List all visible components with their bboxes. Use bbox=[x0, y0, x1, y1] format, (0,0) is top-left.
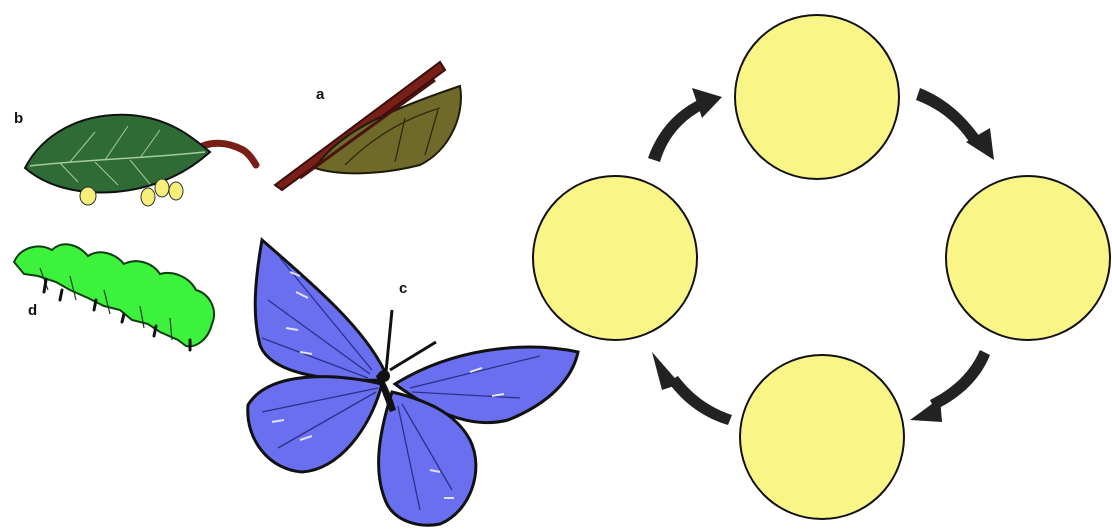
arrow-right-to-bottom bbox=[910, 350, 990, 422]
arrow-left-to-top bbox=[648, 88, 722, 162]
stage-label-d: d bbox=[28, 302, 37, 319]
cycle-circle-right bbox=[946, 176, 1110, 340]
stage-label-b: b bbox=[14, 110, 23, 127]
arrow-bottom-to-left bbox=[652, 352, 732, 425]
arrow-top-to-right bbox=[916, 88, 994, 160]
cycle-circle-bottom bbox=[740, 355, 904, 519]
butterfly-icon bbox=[248, 240, 578, 525]
chrysalis-icon bbox=[275, 62, 461, 190]
cycle-circle-top bbox=[735, 15, 899, 179]
caterpillar-icon bbox=[14, 244, 214, 350]
stage-label-a: a bbox=[316, 86, 324, 103]
eggs-on-leaf-icon bbox=[25, 115, 256, 206]
life-cycle bbox=[533, 15, 1110, 519]
stage-label-c: c bbox=[399, 280, 407, 297]
cycle-circle-left bbox=[533, 176, 697, 340]
